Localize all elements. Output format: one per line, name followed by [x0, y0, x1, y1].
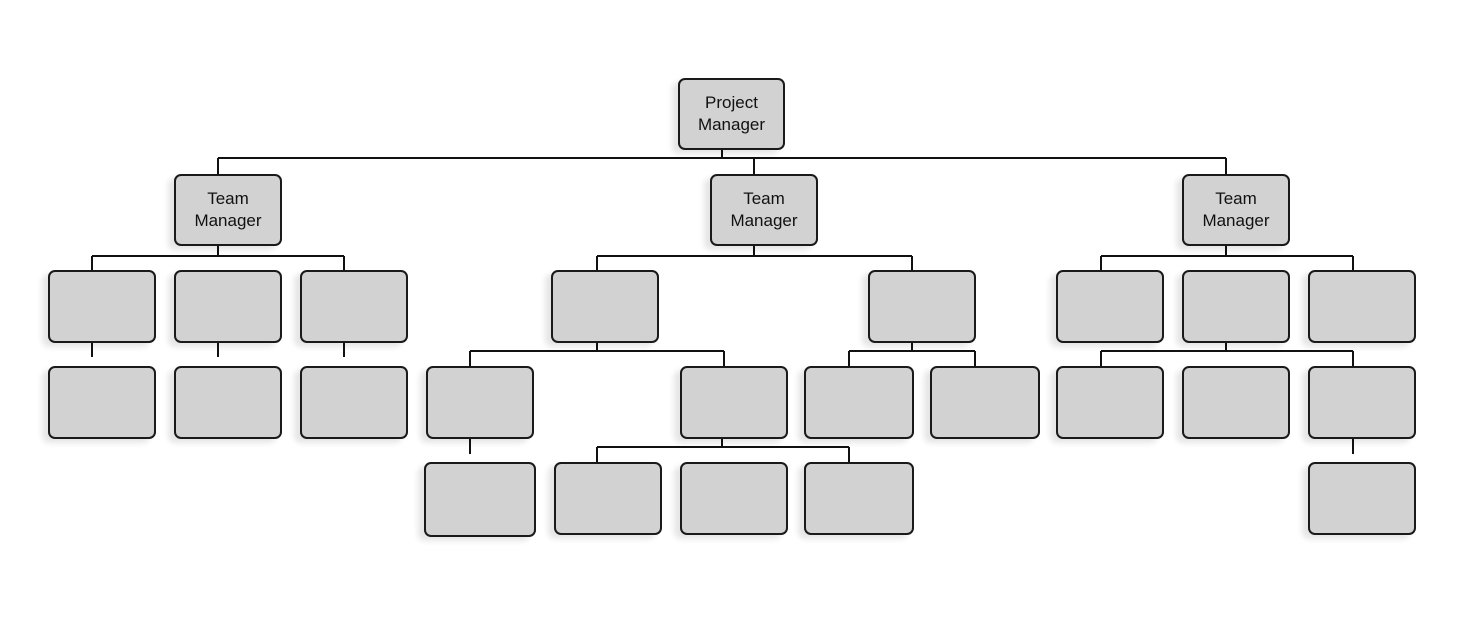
team1-member-1	[48, 270, 156, 343]
team2-member-2	[868, 270, 976, 343]
team3-sub-2	[1182, 366, 1290, 439]
team3-sub-3	[1308, 366, 1416, 439]
team2-sub-2	[680, 366, 788, 439]
team2-subsub-3	[680, 462, 788, 535]
team2-subsub-4	[804, 462, 914, 535]
team3-subsub-1	[1308, 462, 1416, 535]
team1-member-3	[300, 270, 408, 343]
team2-sub-1	[426, 366, 534, 439]
team3-member-1	[1056, 270, 1164, 343]
team2-sub-4	[930, 366, 1040, 439]
team1-sub-2	[174, 366, 282, 439]
team2-subsub-2	[554, 462, 662, 535]
team1-sub-3	[300, 366, 408, 439]
team3-sub-1	[1056, 366, 1164, 439]
team2-member-1	[551, 270, 659, 343]
team3-member-2	[1182, 270, 1290, 343]
team1-member-2	[174, 270, 282, 343]
team2-sub-3	[804, 366, 914, 439]
team1-sub-1	[48, 366, 156, 439]
team3-member-3	[1308, 270, 1416, 343]
team2-subsub-1	[424, 462, 536, 537]
